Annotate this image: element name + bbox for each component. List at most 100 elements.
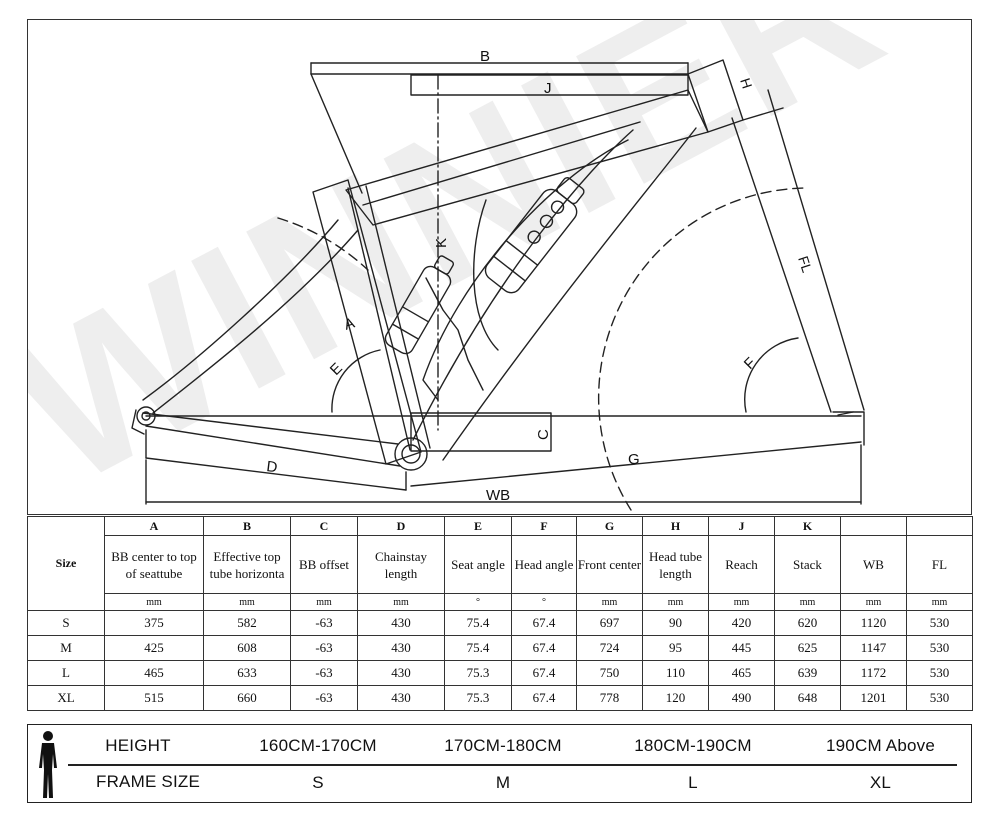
dimension-wb: WB	[145, 444, 862, 505]
table-cell: -63	[290, 610, 358, 636]
table-cell: 425	[104, 635, 204, 661]
table-cell: 608	[203, 635, 291, 661]
col-unit: °	[511, 593, 577, 611]
dimension-a: A	[310, 73, 422, 465]
col-name: Seat angle	[444, 535, 512, 594]
col-letter	[906, 516, 973, 536]
col-letter: J	[708, 516, 775, 536]
table-cell: 639	[774, 660, 841, 686]
col-unit: mm	[576, 593, 643, 611]
dimension-g: G	[410, 441, 862, 487]
col-letter: D	[357, 516, 445, 536]
height-range: 160CM-170CM	[259, 736, 377, 755]
head-tube: H	[687, 59, 755, 133]
col-unit: mm	[203, 593, 291, 611]
height-range: 190CM Above	[826, 736, 935, 755]
col-name: Head angle	[511, 535, 577, 594]
table-cell: 420	[708, 610, 775, 636]
table-cell: 633	[203, 660, 291, 686]
col-name: BB offset	[290, 535, 358, 594]
col-letter: G	[576, 516, 643, 536]
table-cell: 67.4	[511, 660, 577, 686]
size-guide: HEIGHT 160CM-170CM 170CM-180CM 180CM-190…	[27, 724, 972, 803]
col-letter: C	[290, 516, 358, 536]
col-name: Chainstay length	[357, 535, 445, 594]
label-d: D	[266, 458, 279, 476]
table-cell: 1201	[840, 685, 907, 711]
table-cell: 90	[642, 610, 709, 636]
table-cell: 750	[576, 660, 643, 686]
table-cell: -63	[290, 660, 358, 686]
table-cell: 67.4	[511, 685, 577, 711]
col-unit: mm	[357, 593, 445, 611]
size-cell: L	[27, 660, 105, 686]
table-cell: 430	[357, 660, 445, 686]
table-cell: 697	[576, 610, 643, 636]
frame-size: XL	[869, 773, 892, 792]
table-cell: 530	[906, 635, 973, 661]
table-cell: 1172	[840, 660, 907, 686]
label-wb: WB	[486, 487, 510, 504]
size-cell: S	[27, 610, 105, 636]
table-cell: 465	[708, 660, 775, 686]
col-name: Effective top tube horizonta	[203, 535, 291, 594]
col-unit: mm	[104, 593, 204, 611]
column-unit-row: mm mm mm mm ° ° mm mm mm mm mm mm	[28, 593, 973, 611]
table-cell: 465	[104, 660, 204, 686]
table-cell: -63	[290, 635, 358, 661]
height-range: 180CM-190CM	[634, 736, 752, 755]
col-letter: B	[203, 516, 291, 536]
table-cell: 515	[104, 685, 204, 711]
col-name: Front center	[576, 535, 643, 594]
label-c: C	[535, 429, 552, 440]
label-h: H	[737, 76, 755, 91]
table-cell: 67.4	[511, 635, 577, 661]
table-cell: -63	[290, 685, 358, 711]
table-cell: 620	[774, 610, 841, 636]
col-letter	[840, 516, 907, 536]
col-name: FL	[906, 535, 973, 594]
table-cell: 648	[774, 685, 841, 711]
table-cell: 625	[774, 635, 841, 661]
height-range: 170CM-180CM	[444, 736, 562, 755]
table-cell: 1120	[840, 610, 907, 636]
table-cell: 530	[906, 660, 973, 686]
col-name: Stack	[774, 535, 841, 594]
table-cell: 724	[576, 635, 643, 661]
label-f: F	[741, 354, 760, 373]
table-cell: 1147	[840, 635, 907, 661]
dimension-fl: FL	[731, 89, 865, 413]
dimension-d: D	[145, 429, 407, 491]
col-name: Head tube length	[642, 535, 709, 594]
col-unit: mm	[774, 593, 841, 611]
frame-geometry-diagram: WINNIER B J K A E	[27, 19, 972, 515]
col-letter: F	[511, 516, 577, 536]
table-cell: 778	[576, 685, 643, 711]
table-cell: 430	[357, 610, 445, 636]
size-cell: XL	[27, 685, 105, 711]
table-cell: 75.3	[444, 660, 512, 686]
dimension-k: K	[433, 74, 450, 431]
label-k: K	[433, 238, 450, 248]
frame-size-label: FRAME SIZE	[95, 772, 200, 791]
height-label: HEIGHT	[105, 736, 171, 755]
col-unit: mm	[642, 593, 709, 611]
table-cell: 75.3	[444, 685, 512, 711]
table-cell: 445	[708, 635, 775, 661]
table-cell: 120	[642, 685, 709, 711]
person-silhouette-icon	[39, 731, 57, 798]
label-e: E	[327, 360, 346, 379]
dimension-c: C	[410, 412, 552, 452]
col-unit: mm	[840, 593, 907, 611]
col-name: BB center to top of seattube	[104, 535, 204, 594]
table-cell: 490	[708, 685, 775, 711]
bike-frame-drawing: B J K A E F	[131, 48, 865, 511]
column-name-row: BB center to top of seattube Effective t…	[28, 535, 973, 594]
dimension-j: J	[410, 74, 689, 97]
frame-size: S	[312, 773, 324, 792]
